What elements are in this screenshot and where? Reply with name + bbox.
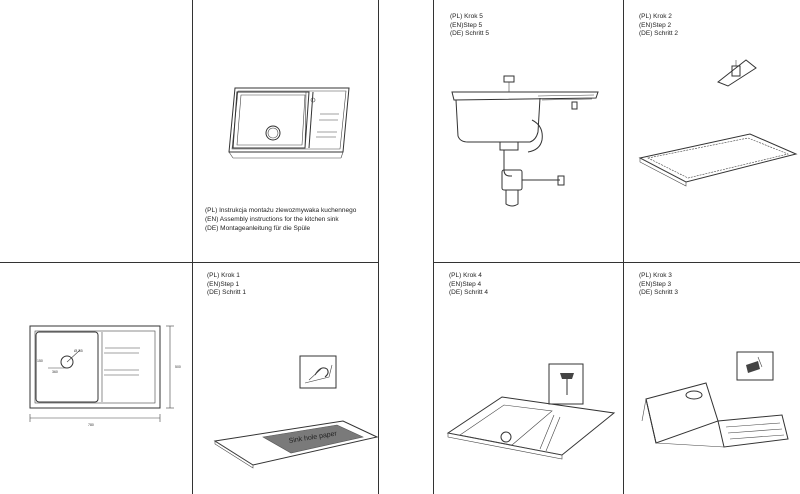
step5-drain-assembly-illustration xyxy=(451,75,599,207)
step2-countertop-illustration xyxy=(638,133,798,187)
step2-labels: (PL) Krok 2 (EN)Step 2 (DE) Schritt 2 xyxy=(639,13,678,39)
divider-right-horizontal xyxy=(433,262,800,263)
step2-panel: (PL) Krok 2 (EN)Step 2 (DE) Schritt 2 xyxy=(624,0,800,262)
step5-label-de: (DE) Schritt 5 xyxy=(450,30,490,37)
divider-right-vertical xyxy=(623,0,624,494)
cover-title-en: (EN) Assembly instructions for the kitch… xyxy=(205,216,339,223)
step3-label-en: (EN)Step 3 xyxy=(639,280,672,288)
cover-title-pl: (PL) Instrukcja montażu zlewozmywaka kuc… xyxy=(205,207,357,214)
step4-label-de: (DE) Schritt 4 xyxy=(449,289,489,296)
step1-labels: (PL) Krok 1 (EN)Step 1 (DE) Schritt 1 xyxy=(207,272,246,298)
step4-sink-mounting-illustration xyxy=(446,396,616,460)
step5-label-pl: (PL) Krok 5 xyxy=(450,13,483,20)
step3-label-pl: (PL) Krok 3 xyxy=(639,272,672,279)
step4-label-en: (EN)Step 4 xyxy=(449,280,482,288)
step3-labels: (PL) Krok 3 (EN)Step 3 (DE) Schritt 3 xyxy=(639,272,678,298)
dim-offset-b-label: 360 xyxy=(52,370,58,374)
step2-clamp-icon xyxy=(717,59,757,87)
dim-width-label: 780 xyxy=(88,423,94,427)
step4-label-pl: (PL) Krok 4 xyxy=(449,272,482,279)
cover-title-block: (PL) Instrukcja montażu zlewozmywaka kuc… xyxy=(205,206,356,233)
cover-panel: (PL) Instrukcja montażu zlewozmywaka kuc… xyxy=(193,0,378,262)
step3-panel: (PL) Krok 3 (EN)Step 3 (DE) Schritt 3 xyxy=(624,263,800,494)
cover-title-de: (DE) Montageanleitung für die Spüle xyxy=(205,225,311,232)
dim-hole-label: Ø 35 xyxy=(74,348,83,353)
step3-clip-icon xyxy=(736,351,774,381)
step5-label-en: (EN)Step 5 xyxy=(450,21,483,29)
step3-label-de: (DE) Schritt 3 xyxy=(639,289,679,296)
step5-panel: (PL) Krok 5 (EN)Step 5 (DE) Schritt 5 xyxy=(434,0,623,262)
step5-labels: (PL) Krok 5 (EN)Step 5 (DE) Schritt 5 xyxy=(450,13,489,39)
dim-height-label: 500 xyxy=(175,365,181,369)
sink-dimension-drawing: Ø 35 150 360 780 500 xyxy=(29,325,181,427)
step4-panel: (PL) Krok 4 (EN)Step 4 (DE) Schritt 4 xyxy=(434,263,623,494)
step1-peel-icon xyxy=(299,355,337,389)
step2-label-pl: (PL) Krok 2 xyxy=(639,13,672,20)
step2-label-de: (DE) Schritt 2 xyxy=(639,30,679,37)
step1-label-en: (EN)Step 1 xyxy=(207,280,240,288)
divider-left-vertical xyxy=(192,0,193,494)
divider-center-left xyxy=(378,0,379,494)
step4-labels: (PL) Krok 4 (EN)Step 4 (DE) Schritt 4 xyxy=(449,272,488,298)
step1-sink-hole-paper-illustration: Sink hole paper xyxy=(213,420,379,469)
step1-panel: (PL) Krok 1 (EN)Step 1 (DE) Schritt 1 Si… xyxy=(193,263,379,494)
divider-left-horizontal xyxy=(0,262,378,263)
sink-top-view-illustration xyxy=(228,87,350,159)
step1-label-pl: (PL) Krok 1 xyxy=(207,272,240,279)
step3-sink-underside-illustration xyxy=(641,382,789,448)
step4-clip-icon xyxy=(548,363,584,405)
dim-offset-a-label: 150 xyxy=(37,359,43,363)
dimension-drawing-panel: Ø 35 150 360 780 500 xyxy=(0,263,192,494)
step2-label-en: (EN)Step 2 xyxy=(639,21,672,29)
step1-label-de: (DE) Schritt 1 xyxy=(207,289,247,296)
divider-center-right xyxy=(433,0,434,494)
